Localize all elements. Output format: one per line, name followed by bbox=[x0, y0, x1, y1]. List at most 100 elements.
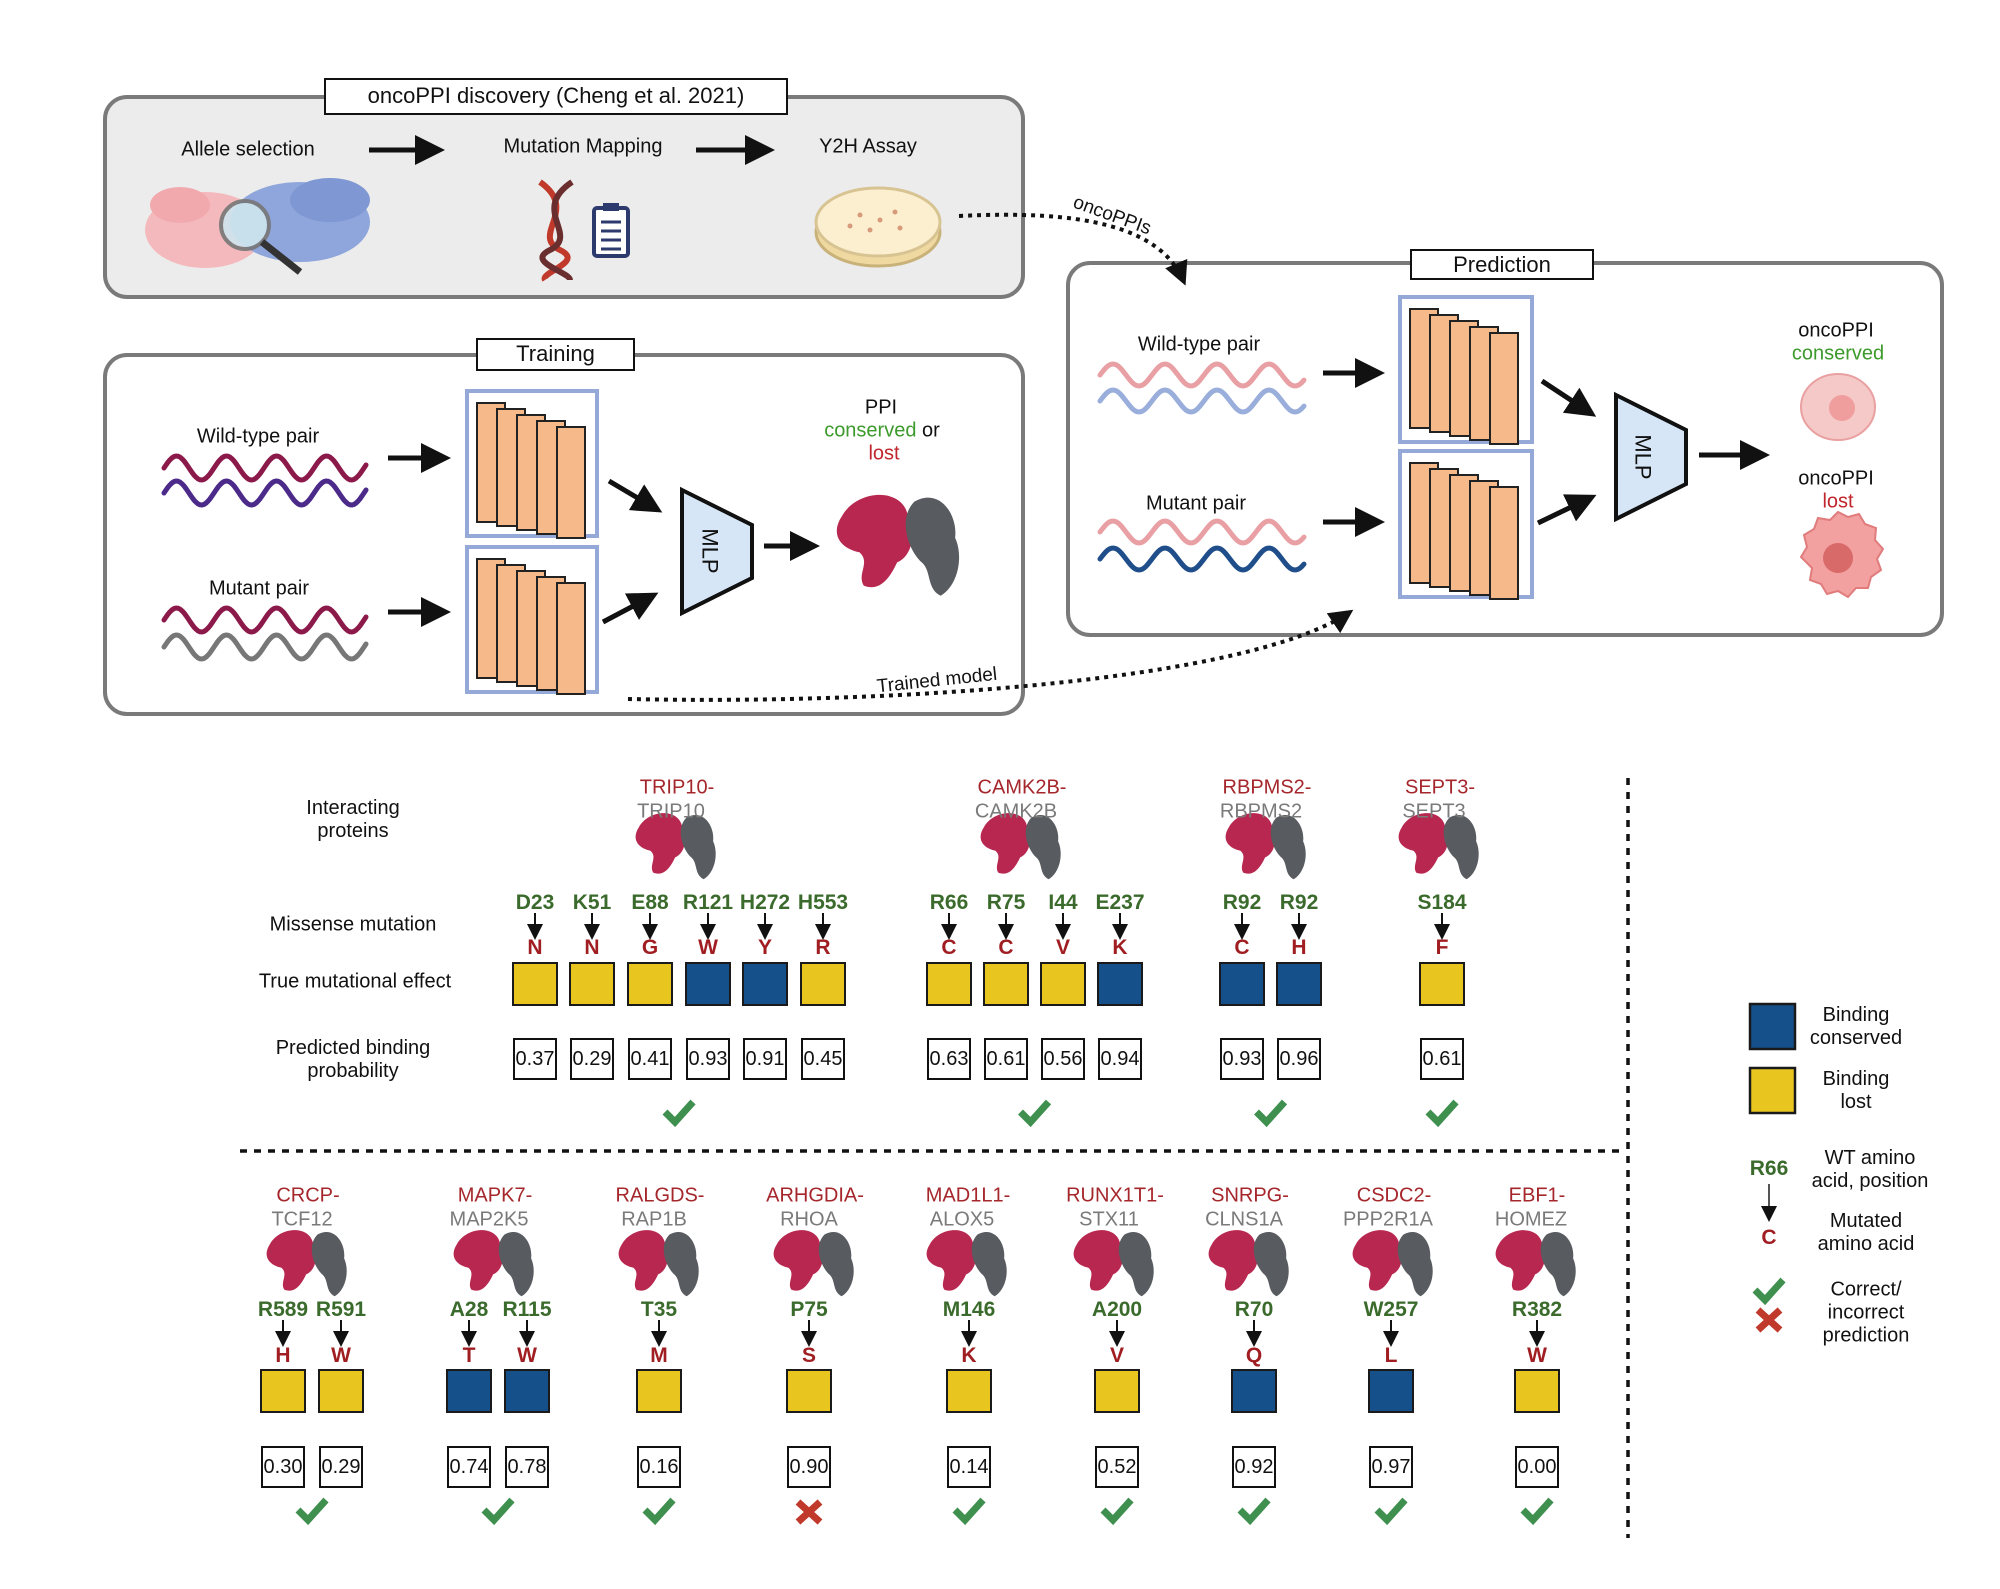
wt-amino-acid: K51 bbox=[572, 890, 612, 914]
wt-amino-acid: R115 bbox=[502, 1297, 552, 1321]
cnn-layer bbox=[556, 426, 586, 539]
protein-pair-icon bbox=[836, 494, 960, 596]
true-effect-lost-square bbox=[1514, 1369, 1560, 1413]
legend-conserved-swatch bbox=[1748, 1002, 1797, 1051]
protein-b-name: HOMEZ bbox=[1494, 1208, 1568, 1231]
wildtype-protein-b-wave bbox=[1097, 387, 1307, 415]
wt-amino-acid: I44 bbox=[1048, 890, 1078, 914]
predicted-probability: 0.94 bbox=[1098, 1038, 1142, 1080]
arrow bbox=[1540, 378, 1597, 417]
protein-pair-icon bbox=[1073, 1230, 1154, 1297]
legend-check-icon bbox=[1752, 1277, 1786, 1306]
wt-amino-acid: W257 bbox=[1363, 1297, 1419, 1321]
row-label-missense: Missense mutation bbox=[269, 913, 437, 936]
row-label-true-effect: True mutational effect bbox=[258, 970, 452, 993]
wt-amino-acid: R92 bbox=[1279, 890, 1319, 914]
prediction-title: Prediction bbox=[1410, 249, 1594, 280]
step-y2h-assay: Y2H Assay bbox=[819, 135, 917, 158]
wt-amino-acid: E88 bbox=[631, 890, 669, 914]
clipboard-icon bbox=[592, 203, 630, 258]
wt-amino-acid: R75 bbox=[986, 890, 1026, 914]
legend-lost-label: Binding lost bbox=[1822, 1068, 1890, 1113]
protein-b-name: TRIP10 bbox=[637, 800, 705, 823]
wildtype-protein-a-wave bbox=[1097, 361, 1307, 389]
mutated-amino-acid: S bbox=[801, 1343, 817, 1367]
correct-check-icon bbox=[1237, 1497, 1271, 1526]
wt-amino-acid: R591 bbox=[315, 1297, 367, 1321]
true-effect-lost-square bbox=[318, 1369, 364, 1413]
mutated-amino-acid: V bbox=[1055, 935, 1071, 959]
wt-amino-acid: R382 bbox=[1511, 1297, 1563, 1321]
row-label-predicted: Predicted binding probability bbox=[275, 1037, 431, 1082]
mutant-protein-a-wave bbox=[1097, 518, 1307, 546]
predicted-probability: 0.96 bbox=[1277, 1038, 1321, 1080]
protein-a-name: EBF1- bbox=[1508, 1184, 1566, 1207]
predicted-probability: 0.61 bbox=[984, 1038, 1028, 1080]
training-mutant-label: Mutant pair bbox=[208, 577, 310, 600]
dna-icon bbox=[538, 179, 574, 282]
predicted-probability: 0.93 bbox=[1220, 1038, 1264, 1080]
protein-a-name: TRIP10- bbox=[639, 776, 715, 799]
mutated-amino-acid: C bbox=[998, 935, 1014, 959]
true-effect-lost-square bbox=[786, 1369, 832, 1413]
wt-amino-acid: P75 bbox=[790, 1297, 828, 1321]
arrow bbox=[1536, 494, 1597, 526]
wildtype-protein-a-wave bbox=[161, 453, 369, 483]
step-allele-selection: Allele selection bbox=[181, 138, 315, 161]
true-effect-lost-square bbox=[636, 1369, 682, 1413]
protein-pair-icon bbox=[635, 813, 716, 880]
mutant-protein-b-wave bbox=[161, 632, 369, 662]
true-effect-lost-square bbox=[569, 962, 615, 1006]
mutated-amino-acid: R bbox=[815, 935, 831, 959]
protein-pair-icon bbox=[926, 1230, 1007, 1297]
training-output-line2: conserved or bbox=[824, 420, 940, 443]
protein-pair-icon bbox=[266, 1230, 347, 1297]
true-effect-conserved-square bbox=[446, 1369, 492, 1413]
correct-check-icon bbox=[1254, 1099, 1288, 1128]
mutated-amino-acid: C bbox=[941, 935, 957, 959]
prediction-mlp-label: MLP bbox=[1630, 434, 1656, 480]
cnn-layer bbox=[1489, 486, 1519, 600]
oncoppi-lost-line1: oncoPPI bbox=[1798, 467, 1874, 490]
legend-mut-example: C bbox=[1761, 1225, 1777, 1249]
mlp-block bbox=[1614, 391, 1688, 523]
protein-pair-icon bbox=[1208, 1230, 1289, 1297]
wt-amino-acid: D23 bbox=[515, 890, 555, 914]
training-wildtype-label: Wild-type pair bbox=[196, 425, 320, 448]
prediction-wildtype-label: Wild-type pair bbox=[1137, 333, 1261, 356]
cnn-layer bbox=[1489, 332, 1519, 445]
training-mlp-label: MLP bbox=[697, 528, 723, 574]
training-output-line1: PPI bbox=[864, 396, 898, 419]
prediction-mutant-label: Mutant pair bbox=[1145, 492, 1247, 515]
correct-check-icon bbox=[1374, 1497, 1408, 1526]
wt-amino-acid: H272 bbox=[739, 890, 791, 914]
true-effect-lost-square bbox=[1419, 962, 1465, 1006]
mutated-amino-acid: V bbox=[1109, 1343, 1125, 1367]
predicted-probability: 0.92 bbox=[1232, 1446, 1276, 1488]
trained-model-link-arrow bbox=[627, 609, 1354, 702]
mutated-amino-acid: T bbox=[462, 1343, 476, 1367]
predicted-probability: 0.00 bbox=[1515, 1446, 1559, 1488]
true-effect-conserved-square bbox=[1219, 962, 1265, 1006]
true-effect-lost-square bbox=[983, 962, 1029, 1006]
predicted-probability: 0.45 bbox=[801, 1038, 845, 1080]
protein-b-name: ALOX5 bbox=[929, 1208, 995, 1231]
or-word: or bbox=[916, 419, 940, 442]
correct-check-icon bbox=[662, 1099, 696, 1128]
true-effect-lost-square bbox=[1094, 1369, 1140, 1413]
petri-dish-icon bbox=[814, 186, 942, 268]
oncoppi-lost-line2: lost bbox=[1822, 490, 1854, 513]
legend-conserved-label: Binding conserved bbox=[1809, 1004, 1903, 1049]
mutated-amino-acid: Q bbox=[1245, 1343, 1263, 1367]
conserved-word: conserved bbox=[824, 419, 917, 442]
mutated-amino-acid: H bbox=[1291, 935, 1307, 959]
protein-a-name: CRCP- bbox=[276, 1184, 340, 1207]
true-effect-conserved-square bbox=[1231, 1369, 1277, 1413]
mutated-amino-acid: W bbox=[331, 1343, 351, 1367]
protein-pair-icon bbox=[453, 1230, 534, 1297]
protein-b-name: CLNS1A bbox=[1205, 1208, 1283, 1231]
legend-cross-icon bbox=[1755, 1307, 1783, 1333]
conserved-cell-icon bbox=[1800, 373, 1876, 441]
mutant-protein-b-wave bbox=[1097, 545, 1307, 573]
